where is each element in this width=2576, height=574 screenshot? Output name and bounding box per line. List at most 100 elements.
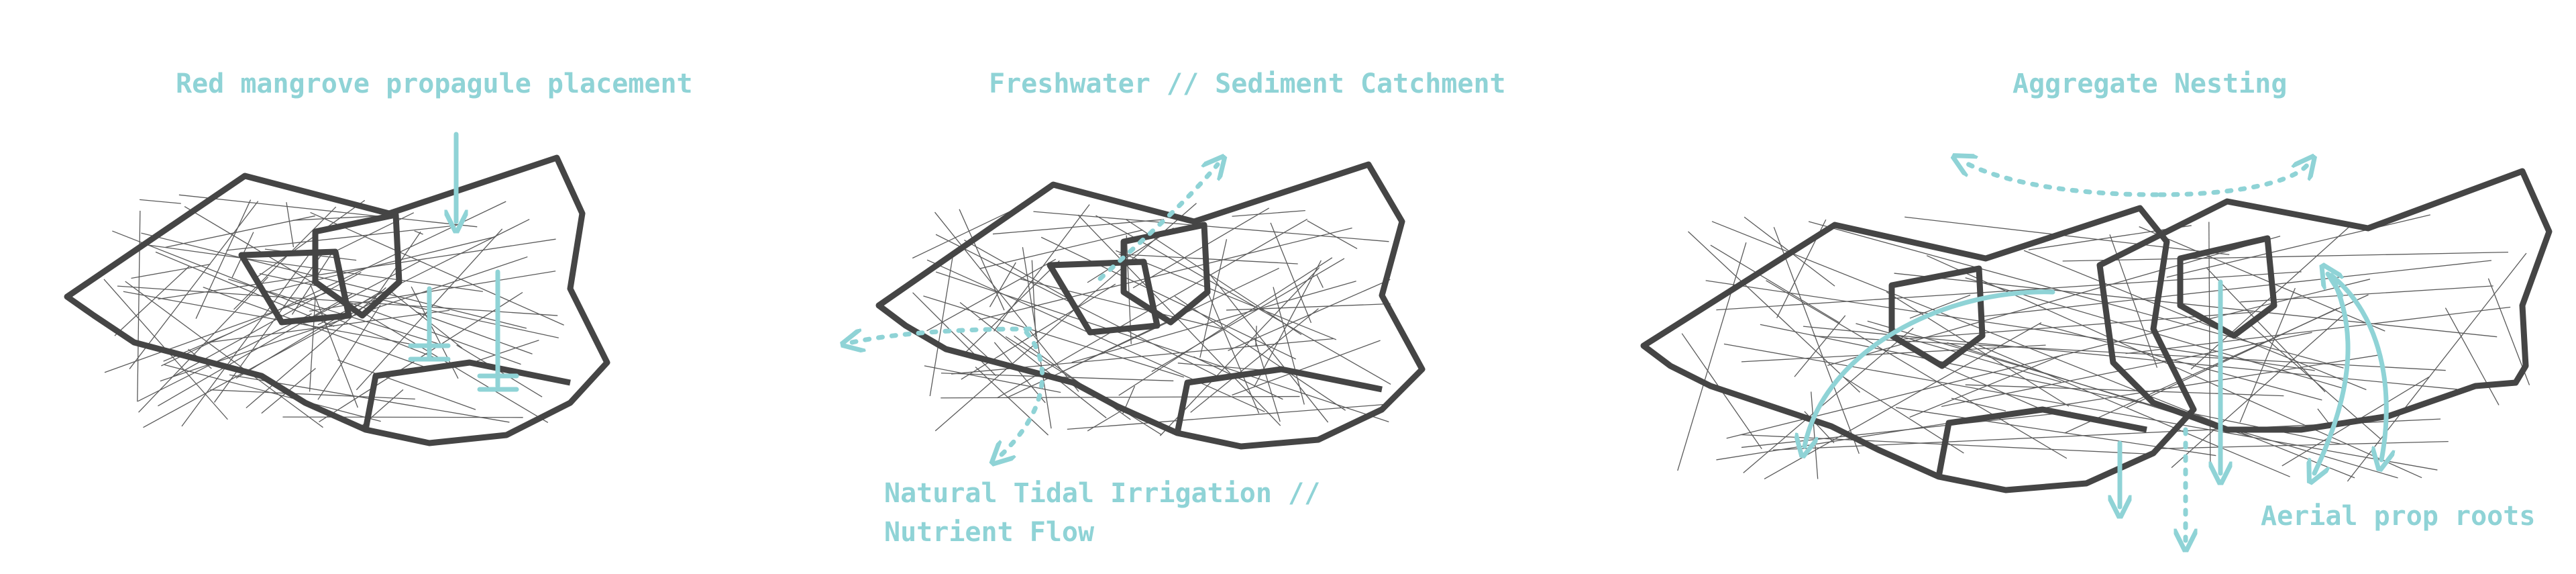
mesh-line — [112, 230, 438, 359]
mesh-line — [1766, 280, 2068, 459]
mesh-line — [165, 215, 315, 248]
mesh-line — [1705, 280, 2315, 371]
dashed-flow-arrow-icon — [852, 326, 1032, 342]
mesh-line — [476, 340, 539, 362]
mesh-line — [959, 301, 1107, 419]
mesh-line — [1190, 308, 1319, 413]
mesh-line — [125, 281, 323, 428]
nesting-arc-arrow-icon — [1962, 161, 2159, 197]
mesh-line — [1132, 207, 1270, 289]
mesh-line — [195, 199, 252, 319]
panel3-title: Aggregate Nesting — [2012, 68, 2288, 99]
mesh-line — [1118, 257, 1333, 396]
mesh-line — [1965, 384, 2284, 397]
mesh-line — [924, 365, 1061, 393]
mesh-line — [286, 202, 294, 248]
mesh-line — [254, 199, 366, 279]
mesh-line — [1087, 410, 1122, 432]
nesting-arc-arrow-icon — [2157, 164, 2308, 197]
mesh-line — [994, 204, 1090, 332]
mesh-line — [131, 263, 211, 279]
mesh-line — [934, 211, 1079, 392]
dashed-flow-arrow-icon — [1097, 164, 1218, 281]
mesh-line — [1978, 344, 2290, 477]
mesh-line — [2023, 250, 2367, 391]
mesh-line — [1174, 295, 1346, 411]
mesh-line — [1803, 326, 2458, 390]
mesh-line — [226, 225, 455, 251]
mesh-line — [1716, 354, 2381, 461]
mesh-line — [1794, 315, 1846, 377]
mesh-line — [992, 219, 1165, 235]
mesh-line — [164, 364, 381, 422]
mesh-line — [158, 238, 556, 300]
mesh-line — [1941, 332, 2312, 408]
mesh-line — [414, 230, 423, 235]
mesh-line — [959, 209, 1005, 311]
mesh-line — [926, 258, 1057, 332]
mesh-line — [337, 359, 476, 410]
mesh-line — [210, 389, 415, 400]
mesh-line — [1270, 222, 1312, 324]
mesh-line — [1022, 247, 1052, 429]
mesh-line — [2347, 252, 2527, 482]
mesh-line — [1892, 312, 2253, 340]
mesh-line — [1067, 403, 1390, 430]
mesh-line — [994, 342, 1046, 403]
mesh-line — [1307, 220, 1358, 249]
mesh-line — [1031, 260, 1036, 337]
mesh-line — [233, 206, 337, 310]
mesh-line — [964, 240, 1069, 299]
panel2-inner-fin-2 — [1046, 258, 1161, 336]
mesh-line — [1951, 397, 2006, 412]
mesh-line — [1232, 209, 1305, 217]
mesh-line — [123, 291, 425, 348]
mesh-line — [923, 295, 1185, 378]
root-arrow-icon — [1805, 289, 2055, 446]
mesh-line — [1209, 273, 1329, 423]
mesh-line — [1254, 260, 1322, 387]
mesh-line — [163, 332, 233, 362]
root-arrow-icon — [2328, 274, 2341, 298]
panel3-base — [1935, 406, 2147, 477]
mesh-line — [2239, 287, 2296, 423]
panel1-propagule-arrows — [408, 132, 519, 392]
mesh-line — [1677, 242, 1747, 471]
mesh-line — [138, 313, 312, 402]
mesh-line — [1984, 260, 2492, 317]
panel3-inner-fin-1 — [1888, 265, 1986, 369]
mesh-line — [259, 273, 559, 338]
mesh-line — [1254, 337, 1281, 422]
mesh-line — [1904, 216, 2230, 255]
panel2-title: Freshwater // Sediment Catchment — [989, 68, 1506, 99]
mesh-line — [181, 249, 313, 427]
mesh-line — [1894, 273, 2498, 338]
panel1-mesh-module — [64, 154, 610, 446]
mesh-line — [1723, 343, 2438, 471]
panel2-outline — [875, 161, 1426, 450]
mesh-line — [1827, 236, 2281, 366]
mesh-line — [1811, 391, 1819, 479]
mesh-line — [1226, 303, 1391, 311]
mesh-line — [129, 201, 259, 369]
mesh-line — [1909, 294, 1971, 319]
mesh-line — [2240, 285, 2493, 303]
mesh-line — [1773, 227, 1860, 454]
mesh-line — [989, 262, 1016, 307]
mesh-line — [1232, 340, 1381, 396]
mesh-line — [210, 309, 450, 343]
mesh-line — [2062, 252, 2508, 262]
mesh-line — [935, 271, 1389, 422]
mesh-line — [1316, 275, 1324, 288]
mesh-line — [2125, 306, 2511, 354]
mesh-line — [140, 199, 181, 204]
mesh-line — [912, 292, 997, 377]
panel2-flow-label-line1: Natural Tidal Irrigation // — [884, 478, 1321, 509]
mesh-line — [1077, 214, 1281, 426]
panel1-outline — [64, 154, 610, 446]
mesh-line — [137, 210, 141, 402]
mesh-line — [1710, 244, 1841, 324]
mesh-line — [203, 287, 428, 369]
mesh-line — [1228, 279, 1391, 351]
mesh-line — [158, 293, 353, 407]
